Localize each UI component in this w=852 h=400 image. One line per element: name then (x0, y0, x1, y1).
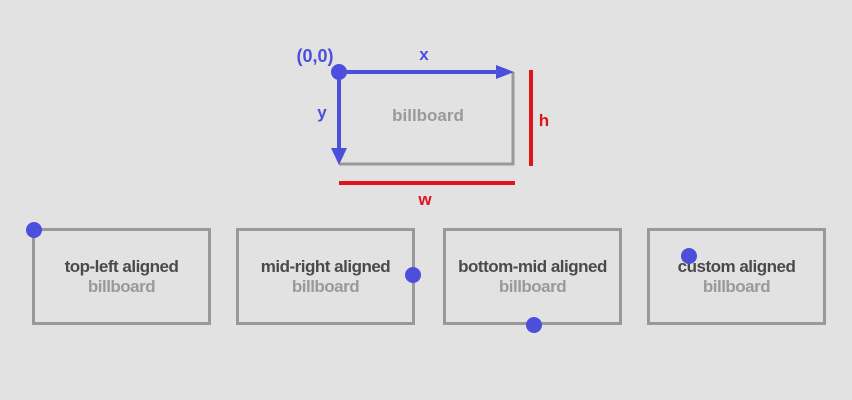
example-sub: billboard (498, 276, 567, 296)
x-label: x (419, 45, 429, 64)
example-sub: billboard (87, 276, 156, 296)
billboard-label: billboard (392, 106, 464, 125)
anchor-dot-custom (681, 248, 697, 264)
example-title: top-left aligned (64, 256, 179, 276)
origin-label: (0,0) (296, 46, 333, 66)
anchor-dot-top-left (26, 222, 42, 238)
example-title: bottom-mid aligned (458, 256, 607, 276)
example-title: custom aligned (677, 256, 796, 276)
anchor-dot-mid-right (405, 267, 421, 283)
y-label: y (317, 103, 327, 122)
example-sub: billboard (702, 276, 771, 296)
coordinate-diagram: billboard (0,0) x y h w (296, 45, 549, 209)
origin-anchor-dot (331, 64, 347, 80)
example-box-mid-right: mid-right aligned billboard (236, 228, 415, 325)
billboard-outline (339, 72, 515, 166)
example-title: mid-right aligned (260, 256, 391, 276)
example-box-bottom-mid: bottom-mid aligned billboard (443, 228, 622, 325)
x-axis-arrowhead (496, 65, 514, 79)
example-sub: billboard (291, 276, 360, 296)
w-label: w (417, 190, 432, 209)
example-box-custom: custom aligned billboard (647, 228, 826, 325)
example-box-top-left: top-left aligned billboard (32, 228, 211, 325)
y-axis-arrowhead (331, 148, 347, 165)
h-label: h (539, 111, 549, 130)
anchor-dot-bottom-mid (526, 317, 542, 333)
